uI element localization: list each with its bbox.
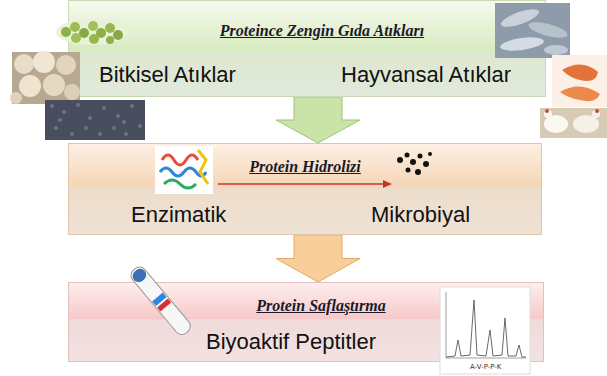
column-tube-icon	[128, 264, 193, 337]
hydrolysis-arrow	[218, 180, 392, 188]
source-band: Proteince Zengin Gıda AtıklarıBitkisel A…	[68, 0, 546, 97]
band-item: Mikrobiyal	[371, 202, 470, 228]
chromatogram-plot	[440, 287, 530, 374]
band-title: Proteince Zengin Gıda Atıkları	[99, 22, 545, 40]
band-item: Biyoaktif Peptitler	[206, 329, 376, 355]
peptide-sequence: A-V-P-P-K	[470, 363, 501, 371]
fish-photo	[495, 3, 570, 58]
peptide-dots-icon	[397, 152, 432, 175]
shrimp-photo	[552, 55, 607, 107]
band-title: Protein Saflaştırma	[99, 297, 543, 315]
chicken-photo	[540, 108, 607, 138]
seed-photo	[45, 100, 145, 140]
protein-structure-icon	[155, 146, 213, 194]
mushroom-photo	[10, 51, 80, 104]
band-item: Hayvansal Atıklar	[341, 62, 511, 88]
flow-arrow	[276, 97, 360, 143]
flow-arrow	[276, 235, 360, 282]
peas-photo	[56, 19, 128, 45]
process-band: Protein HidroliziEnzimatik Mikrobiyal	[68, 143, 542, 235]
result-band: Protein SaflaştırmaBiyoaktif Peptitler	[68, 282, 544, 362]
band-item: Enzimatik	[131, 202, 226, 228]
band-title: Protein Hidrolizi	[69, 158, 541, 176]
band-item: Bitkisel Atıklar	[99, 62, 236, 88]
